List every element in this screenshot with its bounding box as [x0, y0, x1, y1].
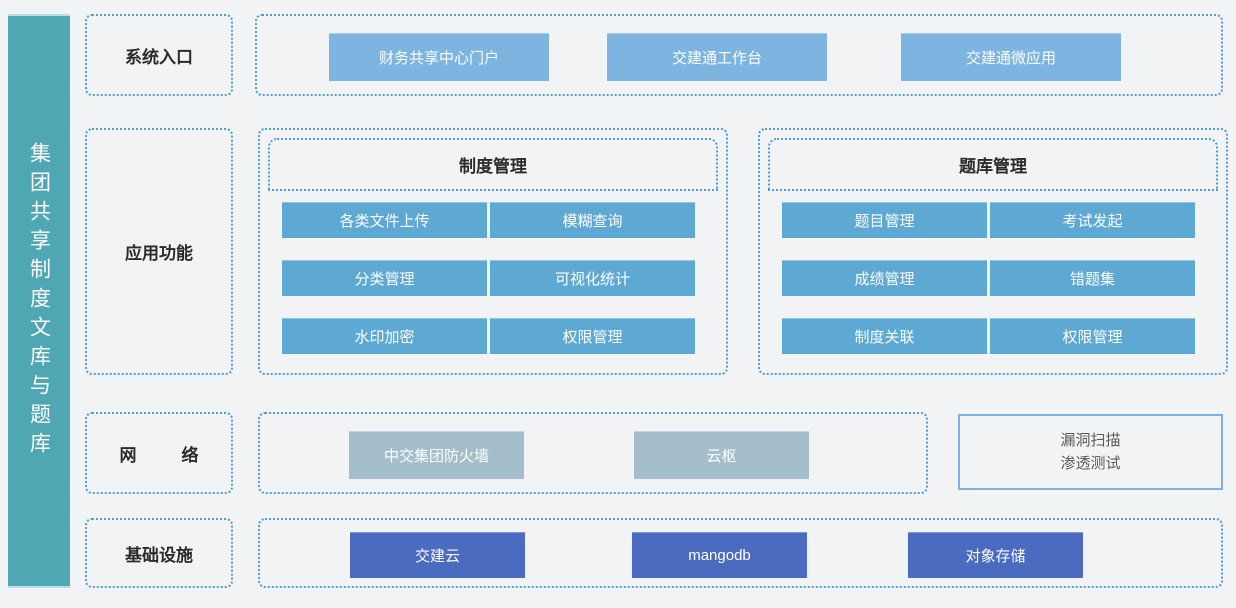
entry-chip-label: 交建通微应用 [965, 50, 1056, 67]
function-chip-label: 权限管理 [562, 329, 623, 346]
network-row-container: 中交集团防火墙 云枢 [258, 412, 928, 494]
function-chip-visual-statistics[interactable]: 可视化统计 [490, 260, 695, 296]
infra-chip-label: mangodb [688, 547, 751, 564]
row-label-network-text: 网 络 [119, 445, 213, 465]
function-chip-category-management[interactable]: 分类管理 [282, 260, 487, 296]
function-chip-system-association[interactable]: 制度关联 [782, 318, 987, 354]
function-chip-label: 成绩管理 [854, 271, 915, 288]
infra-chip-object-storage[interactable]: 对象存储 [908, 532, 1083, 578]
infra-chip-mangodb[interactable]: mangodb [632, 532, 807, 578]
function-group-title-question-bank: 题库管理 [768, 138, 1218, 191]
row-label-entry-text: 系统入口 [125, 47, 193, 67]
vertical-banner: 集团共享制度文库与题库 [8, 14, 70, 588]
entry-chip-jiaojiantong-workbench[interactable]: 交建通工作台 [607, 33, 827, 81]
infra-chip-label: 交建云 [414, 548, 460, 565]
entry-chip-jiaojiantong-microapp[interactable]: 交建通微应用 [901, 33, 1121, 81]
function-chip-fuzzy-search[interactable]: 模糊查询 [490, 202, 695, 238]
entry-chip-finance-portal[interactable]: 财务共享中心门户 [329, 33, 549, 81]
function-chip-watermark-encryption[interactable]: 水印加密 [282, 318, 487, 354]
function-chip-label: 可视化统计 [554, 271, 630, 288]
row-label-function-text: 应用功能 [125, 244, 193, 263]
network-chip-label: 中交集团防火墙 [383, 448, 489, 465]
entry-chip-label: 财务共享中心门户 [378, 50, 499, 67]
function-chip-label: 分类管理 [354, 271, 415, 288]
function-group-system-management: 制度管理 各类文件上传 模糊查询 分类管理 可视化统计 水印加密 权限管理 [258, 128, 728, 375]
function-chip-wrong-question-set[interactable]: 错题集 [990, 260, 1195, 296]
security-line-penetration-test: 渗透测试 [1060, 455, 1121, 472]
network-chip-label: 云枢 [706, 448, 737, 465]
function-group-title-system-management: 制度管理 [268, 138, 718, 191]
function-chip-label: 各类文件上传 [339, 213, 430, 230]
network-chip-yunshu[interactable]: 云枢 [634, 431, 809, 479]
row-label-network: 网 络 [85, 412, 233, 494]
function-chip-label: 水印加密 [354, 329, 415, 346]
group-title-text: 制度管理 [459, 157, 527, 176]
function-chip-file-upload[interactable]: 各类文件上传 [282, 202, 487, 238]
security-testing-box: 漏洞扫描 渗透测试 [958, 414, 1223, 490]
group-title-text: 题库管理 [959, 157, 1027, 176]
function-chip-label: 题目管理 [854, 213, 915, 230]
function-chip-score-management[interactable]: 成绩管理 [782, 260, 987, 296]
function-chip-permission-management[interactable]: 权限管理 [990, 318, 1195, 354]
function-chip-label: 制度关联 [854, 329, 915, 346]
entry-row-container: 财务共享中心门户 交建通工作台 交建通微应用 [255, 14, 1223, 96]
row-label-function: 应用功能 [85, 128, 233, 375]
function-chip-question-management[interactable]: 题目管理 [782, 202, 987, 238]
vertical-banner-title: 集团共享制度文库与题库 [27, 141, 51, 461]
entry-chip-label: 交建通工作台 [671, 50, 762, 67]
infra-row-container: 交建云 mangodb 对象存储 [258, 518, 1223, 588]
function-chip-permission-management[interactable]: 权限管理 [490, 318, 695, 354]
function-chip-label: 权限管理 [1062, 329, 1123, 346]
row-label-infrastructure: 基础设施 [85, 518, 233, 588]
function-chip-label: 模糊查询 [562, 213, 623, 230]
network-chip-group-firewall[interactable]: 中交集团防火墙 [349, 431, 524, 479]
infra-chip-jiaojian-cloud[interactable]: 交建云 [350, 532, 525, 578]
function-chip-exam-initiation[interactable]: 考试发起 [990, 202, 1195, 238]
function-group-question-bank: 题库管理 题目管理 考试发起 成绩管理 错题集 制度关联 权限管理 [758, 128, 1228, 375]
row-label-infrastructure-text: 基础设施 [125, 545, 193, 565]
row-label-entry: 系统入口 [85, 14, 233, 96]
function-chip-label: 考试发起 [1062, 213, 1123, 230]
function-chip-label: 错题集 [1069, 271, 1115, 288]
infra-chip-label: 对象存储 [965, 548, 1026, 565]
security-line-vulnerability-scan: 漏洞扫描 [1060, 431, 1121, 449]
